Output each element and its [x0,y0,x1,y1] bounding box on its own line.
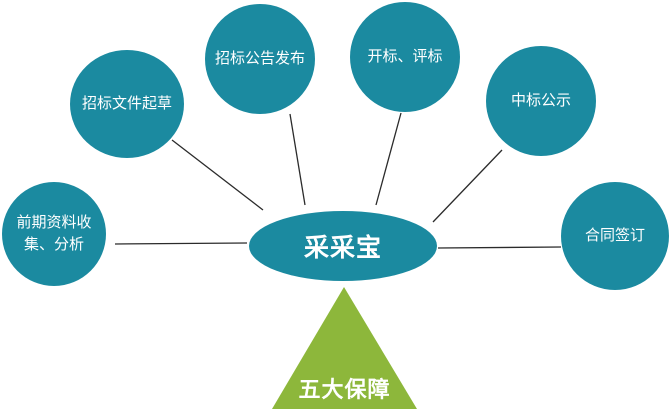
node-award-notice: 中标公示 [486,46,596,156]
connector-line [114,242,248,245]
node-label-line: 招标文件起草 [81,94,172,113]
connector-line [375,112,402,206]
node-label-line: 合同签订 [584,226,645,245]
base-label: 五大保障 [298,378,391,403]
node-label-line: 招标公告发布 [214,49,305,68]
base-triangle [272,287,417,409]
node-tender-announcement: 招标公告发布 [205,4,315,114]
node-bid-opening: 开标、评标 [350,2,460,112]
node-label-line: 开标、评标 [367,47,443,66]
connector-line [437,246,562,249]
node-tender-drafting: 招标文件起草 [70,50,184,158]
node-label-line: 中标公示 [510,91,571,110]
node-label-line: 前期资料收 [16,213,92,232]
connector-line [432,149,503,223]
center-label: 采采宝 [303,233,382,262]
node-contract-signing: 合同签订 [561,182,669,290]
node-label-line: 集、分析 [23,235,84,253]
connector-line [289,113,306,206]
node-early-data: 前期资料收 集、分析 [2,182,106,286]
center-node: 采采宝 [249,211,437,281]
connector-line [171,139,264,211]
